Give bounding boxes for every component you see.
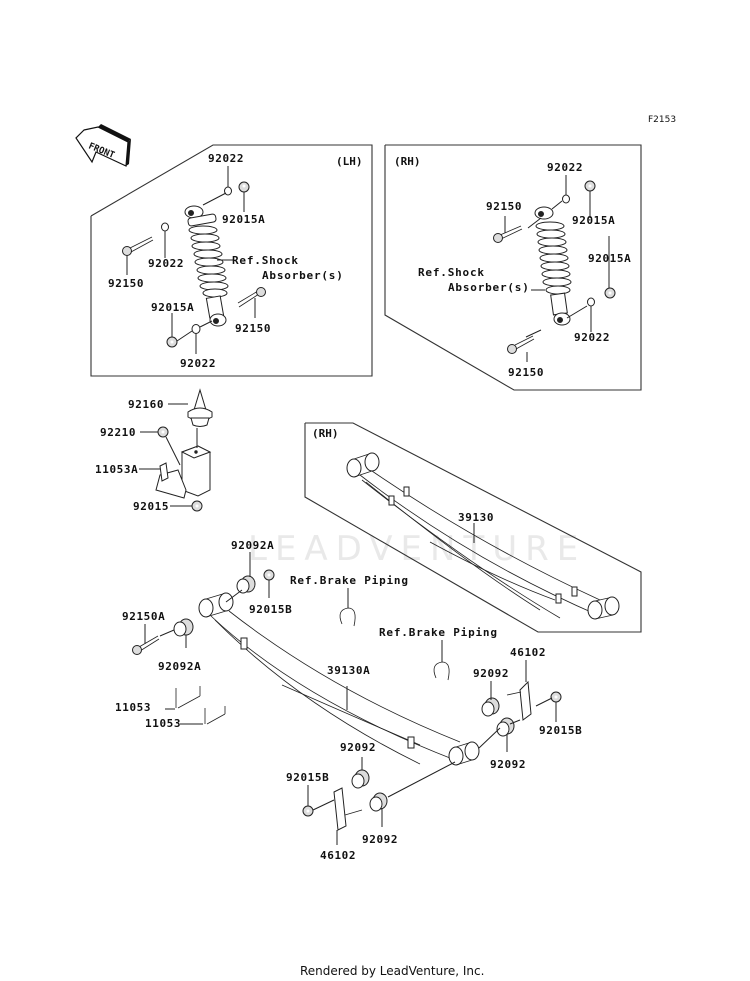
label-ref-shock-absorber: Absorber(s)	[262, 269, 344, 282]
label-92015a: 92015A	[572, 214, 615, 227]
bushing-92092-mid	[351, 769, 370, 789]
rh-bolt-92150-top	[493, 225, 523, 243]
label-92092: 92092	[340, 741, 376, 754]
label-ref-brake-piping: Ref.Brake Piping	[290, 574, 409, 587]
label-11053a: 11053A	[95, 463, 138, 476]
label-11053: 11053	[115, 701, 151, 714]
bump-stopper-92160	[187, 388, 213, 427]
front-arrow-icon: FRONT	[75, 124, 131, 167]
nut-92015	[191, 500, 203, 512]
label-ref-shock-absorber: Ref.Shock	[418, 266, 485, 279]
brake-clip-1	[339, 607, 356, 627]
rh-leaf-side-label: (RH)	[312, 427, 339, 440]
rh-group-frame	[384, 144, 642, 391]
label-92210: 92210	[100, 426, 136, 439]
label-92022: 92022	[547, 161, 583, 174]
label-ref-brake-piping: Ref.Brake Piping	[379, 626, 498, 639]
rh-side-label: (RH)	[394, 155, 421, 168]
label-92015b: 92015B	[286, 771, 329, 784]
rh-leaf-spring-39130	[346, 452, 620, 620]
lh-bolt-92150-left	[122, 236, 154, 256]
label-92150: 92150	[235, 322, 271, 335]
label-92092a: 92092A	[231, 539, 274, 552]
rh-leaf-frame	[304, 422, 642, 633]
label-92015b: 92015B	[249, 603, 292, 616]
label-92015: 92015	[133, 500, 169, 513]
bushing-92092-right-bot	[496, 717, 515, 737]
lh-bolt-92150-right	[237, 287, 266, 308]
bushing-92092-right-top	[481, 697, 500, 717]
rh-shock-absorber	[534, 206, 572, 326]
lh-nut-92015a-bot	[166, 336, 178, 348]
label-ref-shock-absorber: Ref.Shock	[232, 254, 299, 267]
watermark: LEADVENTURE	[248, 529, 586, 569]
shackle-46102-right	[506, 680, 532, 721]
u-bolt-11053-2	[204, 706, 226, 725]
nut-92210	[157, 426, 169, 438]
label-92022: 92022	[574, 331, 610, 344]
label-92092a: 92092A	[158, 660, 201, 673]
footer-credit: Rendered by LeadVenture, Inc.	[300, 964, 484, 978]
bump-stop-group: 92160 92210 11053A 92015	[95, 388, 213, 513]
label-92150: 92150	[108, 277, 144, 290]
lh-washer-92022-mid	[161, 222, 169, 232]
u-bolt-11053-1	[175, 686, 201, 709]
label-92150: 92150	[486, 200, 522, 213]
label-92022: 92022	[180, 357, 216, 370]
label-39130a: 39130A	[327, 664, 370, 677]
leaf-spring-39130a	[198, 592, 480, 766]
diagram-code: F2153	[648, 115, 676, 125]
bolt-92150a	[132, 635, 160, 655]
label-92015a: 92015A	[151, 301, 194, 314]
label-92015b: 92015B	[539, 724, 582, 737]
lh-washer-92022-bot	[191, 324, 201, 334]
nut-92015b-right	[550, 691, 562, 703]
label-92015a: 92015A	[588, 252, 631, 265]
nut-92015b-left	[302, 805, 314, 817]
label-46102: 46102	[320, 849, 356, 862]
lh-washer-92022-top	[224, 186, 232, 196]
label-11053: 11053	[145, 717, 181, 730]
label-92160: 92160	[128, 398, 164, 411]
shackle-46102-bot	[333, 787, 363, 831]
bushing-92092-bot	[369, 792, 388, 812]
lh-group-frame	[90, 144, 373, 377]
lh-nut-92015a-top	[238, 181, 250, 193]
lh-leaf-spring-group: 92092A 92015B 92150A 92092A Ref.Brake Pi…	[115, 539, 582, 862]
label-92150a: 92150A	[122, 610, 165, 623]
rh-leaf-spring-group: (RH) 39130	[304, 422, 642, 633]
nut-92015b-top	[263, 569, 275, 581]
label-92015a: 92015A	[222, 213, 265, 226]
lh-shock-absorber	[184, 205, 229, 327]
bushing-92092a-bot	[173, 618, 194, 637]
label-92092: 92092	[362, 833, 398, 846]
rh-shock-group: (RH)	[384, 144, 642, 391]
rh-nut-92015a-mid	[604, 287, 616, 299]
bracket-11053a	[155, 445, 212, 499]
label-46102: 46102	[510, 646, 546, 659]
lh-shock-group: (LH)	[90, 144, 373, 377]
label-ref-shock-absorber: Absorber(s)	[448, 281, 530, 294]
brake-clip-2	[433, 661, 450, 681]
label-39130: 39130	[458, 511, 494, 524]
label-92150: 92150	[508, 366, 544, 379]
rh-washer-92022-top	[562, 194, 570, 204]
label-92092: 92092	[473, 667, 509, 680]
label-92092: 92092	[490, 758, 526, 771]
label-92022: 92022	[208, 152, 244, 165]
rh-nut-92015a-top	[584, 180, 596, 192]
lh-side-label: (LH)	[336, 155, 363, 168]
rh-bolt-92150-bot	[507, 335, 535, 354]
bushing-92092a-top	[236, 575, 256, 594]
label-92022: 92022	[148, 257, 184, 270]
rh-washer-92022-bot	[587, 297, 595, 307]
